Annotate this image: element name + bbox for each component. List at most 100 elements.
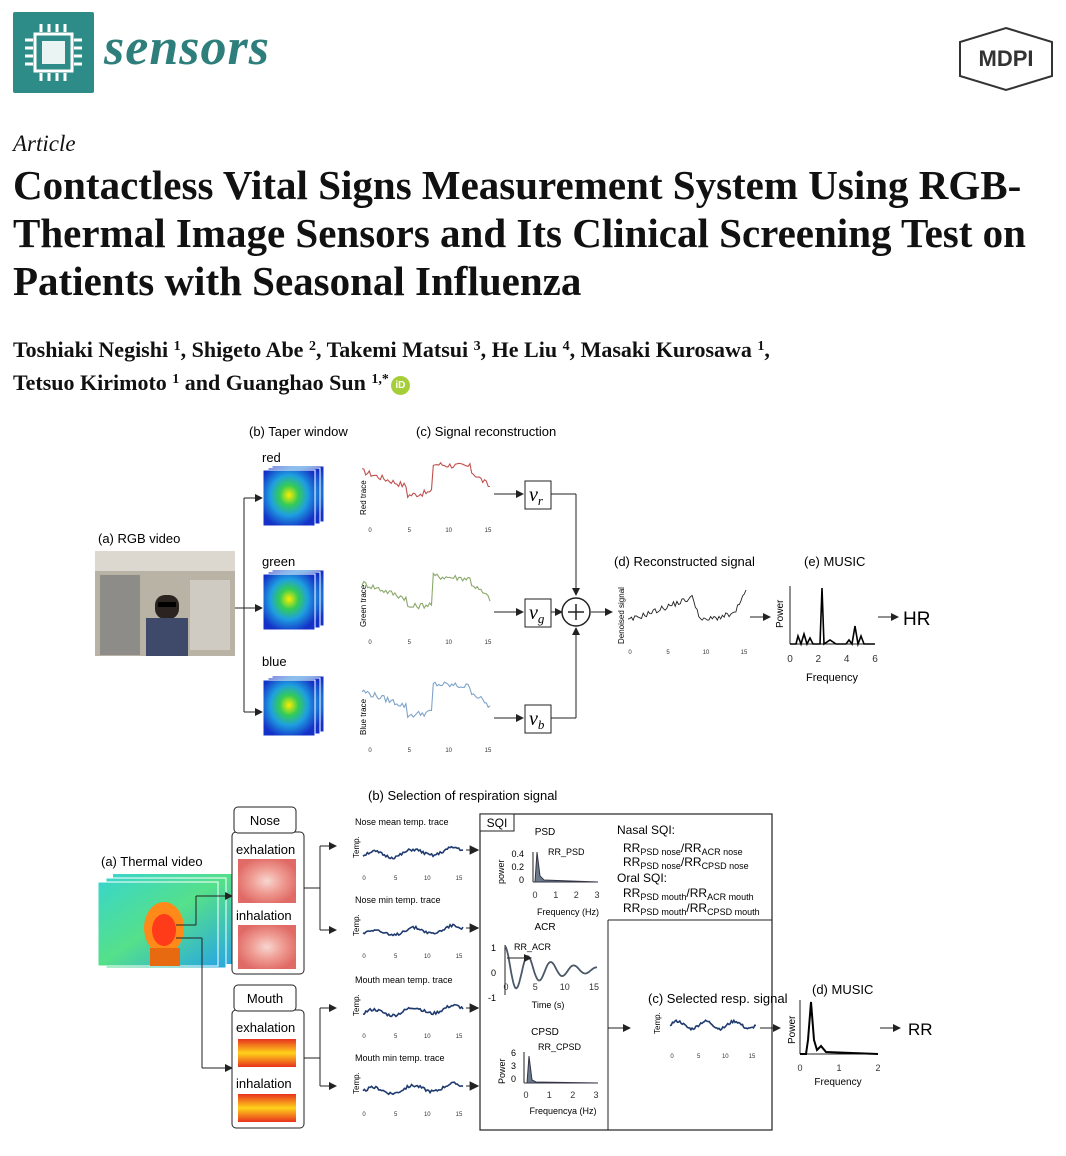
tick-label: 0: [362, 876, 366, 882]
acr-title: ACR: [534, 922, 555, 933]
music-ylabel: Power: [787, 1015, 798, 1044]
music-ylabel: Power: [775, 599, 786, 628]
temp-ylabel: Temp.: [352, 836, 361, 858]
article-title: Contactless Vital Signs Measurement Syst…: [13, 162, 1026, 304]
channel-label-blue: blue: [262, 654, 287, 669]
tick-label: 15: [741, 650, 748, 656]
mouth-roi-group: Mouth exhalation inhalation: [231, 984, 305, 1129]
tick-label: 1: [553, 890, 558, 900]
nasal-sqi-label: Nasal SQI:: [617, 823, 675, 837]
cpsd-xlabel: Frequencya (Hz): [529, 1106, 596, 1116]
tick-label: 0: [670, 1054, 674, 1060]
oral-sqi-label: Oral SQI:: [617, 871, 667, 885]
trace-line-red: [361, 461, 491, 499]
tick-label: 0: [519, 875, 524, 885]
selected-ylabel: Temp.: [653, 1012, 662, 1034]
tick-label: 10: [722, 1054, 729, 1060]
tick-label: 0: [491, 968, 496, 978]
tick-label: 3: [511, 1061, 516, 1071]
tick-label: 5: [533, 982, 538, 992]
label-taper-window: (b) Taper window: [249, 424, 348, 439]
figure-rgb-pipeline: (b) Taper window (c) Signal reconstructi…: [95, 424, 930, 754]
orcid-icon[interactable]: iD: [390, 376, 410, 395]
nose-title: Nose: [250, 813, 280, 828]
tick-label: 10: [424, 954, 431, 960]
tick-label: 15: [485, 748, 492, 754]
music-spectrum-line: [800, 1001, 879, 1055]
temp-ylabel: Temp.: [352, 914, 361, 936]
tick-label: 0: [362, 954, 366, 960]
article-type: Article: [13, 131, 76, 156]
weight-box-g: vg: [524, 598, 552, 628]
tick-label: 5: [408, 528, 412, 534]
tick-label: 0: [368, 748, 372, 754]
temp-trace-title: Mouth min temp. trace: [355, 1053, 445, 1063]
label-signal-reconstruction: (c) Signal reconstruction: [416, 424, 556, 439]
tick-label: 5: [408, 748, 412, 754]
trace-ylabel: Green trace: [359, 584, 368, 627]
sqi-panel: SQI: [479, 813, 773, 1131]
label-reconstructed-signal: (d) Reconstructed signal: [614, 554, 755, 569]
author-name[interactable]: Takemi Matsui: [326, 337, 469, 362]
trace-ylabel: Red trace: [359, 480, 368, 515]
music-xlabel: Frequency: [814, 1077, 861, 1088]
label-selected-resp-signal: (c) Selected resp. signal: [648, 991, 788, 1006]
mouth-exhalation-image: [238, 1039, 296, 1067]
tick-label: 10: [445, 528, 452, 534]
author-affiliation: 4: [562, 339, 570, 354]
psd-marker: RR_PSD: [548, 847, 585, 857]
tick-label: 15: [749, 1054, 756, 1060]
temp-trace-line: [362, 845, 464, 860]
output-hr: HR: [903, 609, 930, 630]
channel-label-red: red: [262, 450, 281, 465]
tick-label: 15: [456, 1034, 463, 1040]
mouth-title: Mouth: [247, 991, 283, 1006]
tick-label: 0: [523, 1090, 528, 1100]
psd-xlabel: Frequency (Hz): [537, 907, 599, 917]
cpsd-marker: RR_CPSD: [538, 1042, 582, 1052]
author-name[interactable]: Tetsuo Kirimoto: [13, 370, 167, 395]
tick-label: 1: [491, 943, 496, 953]
journal-name: sensors: [104, 19, 270, 76]
weight-box-r: vr: [524, 480, 552, 510]
trace-line-green: [361, 571, 491, 610]
tick-label: 5: [394, 954, 398, 960]
tick-label: 0.4: [511, 849, 524, 859]
tick-label: -1: [488, 993, 496, 1003]
cpsd-curve: [524, 1055, 599, 1084]
author-name[interactable]: Toshiaki Negishi: [13, 337, 169, 362]
tick-label: 2: [574, 890, 579, 900]
nose-exhalation-label: exhalation: [236, 842, 295, 857]
tick-label: 0: [368, 640, 372, 646]
tick-label: 10: [424, 1112, 431, 1118]
author-name[interactable]: Guanghao Sun: [225, 370, 366, 395]
nose-inhalation-label: inhalation: [236, 908, 292, 923]
tick-label: 2: [816, 654, 822, 665]
nose-exhalation-image: [238, 859, 296, 903]
author-affiliation: 1: [173, 339, 181, 354]
figure-thermal-pipeline: (b) Selection of respiration signal (a) …: [97, 788, 933, 1131]
tick-label: 10: [703, 650, 710, 656]
nose-roi-group: Nose exhalation inhalation: [231, 806, 305, 975]
tick-label: 6: [872, 654, 878, 665]
output-rr: RR: [908, 1020, 933, 1039]
temp-trace-title: Nose mean temp. trace: [355, 817, 449, 827]
svg-text:vb: vb: [529, 708, 545, 732]
author-name[interactable]: Shigeto Abe: [191, 337, 304, 362]
author-name[interactable]: Masaki Kurosawa: [580, 337, 752, 362]
label-rgb-video: (a) RGB video: [98, 531, 180, 546]
temp-trace-line: [362, 1081, 464, 1096]
tick-label: 10: [445, 748, 452, 754]
mouth-inhalation-label: inhalation: [236, 1076, 292, 1091]
tick-label: 0: [362, 1112, 366, 1118]
author-name[interactable]: He Liu: [491, 337, 558, 362]
weight-box-b: vb: [524, 704, 552, 734]
music-spectrum-line: [790, 587, 875, 648]
